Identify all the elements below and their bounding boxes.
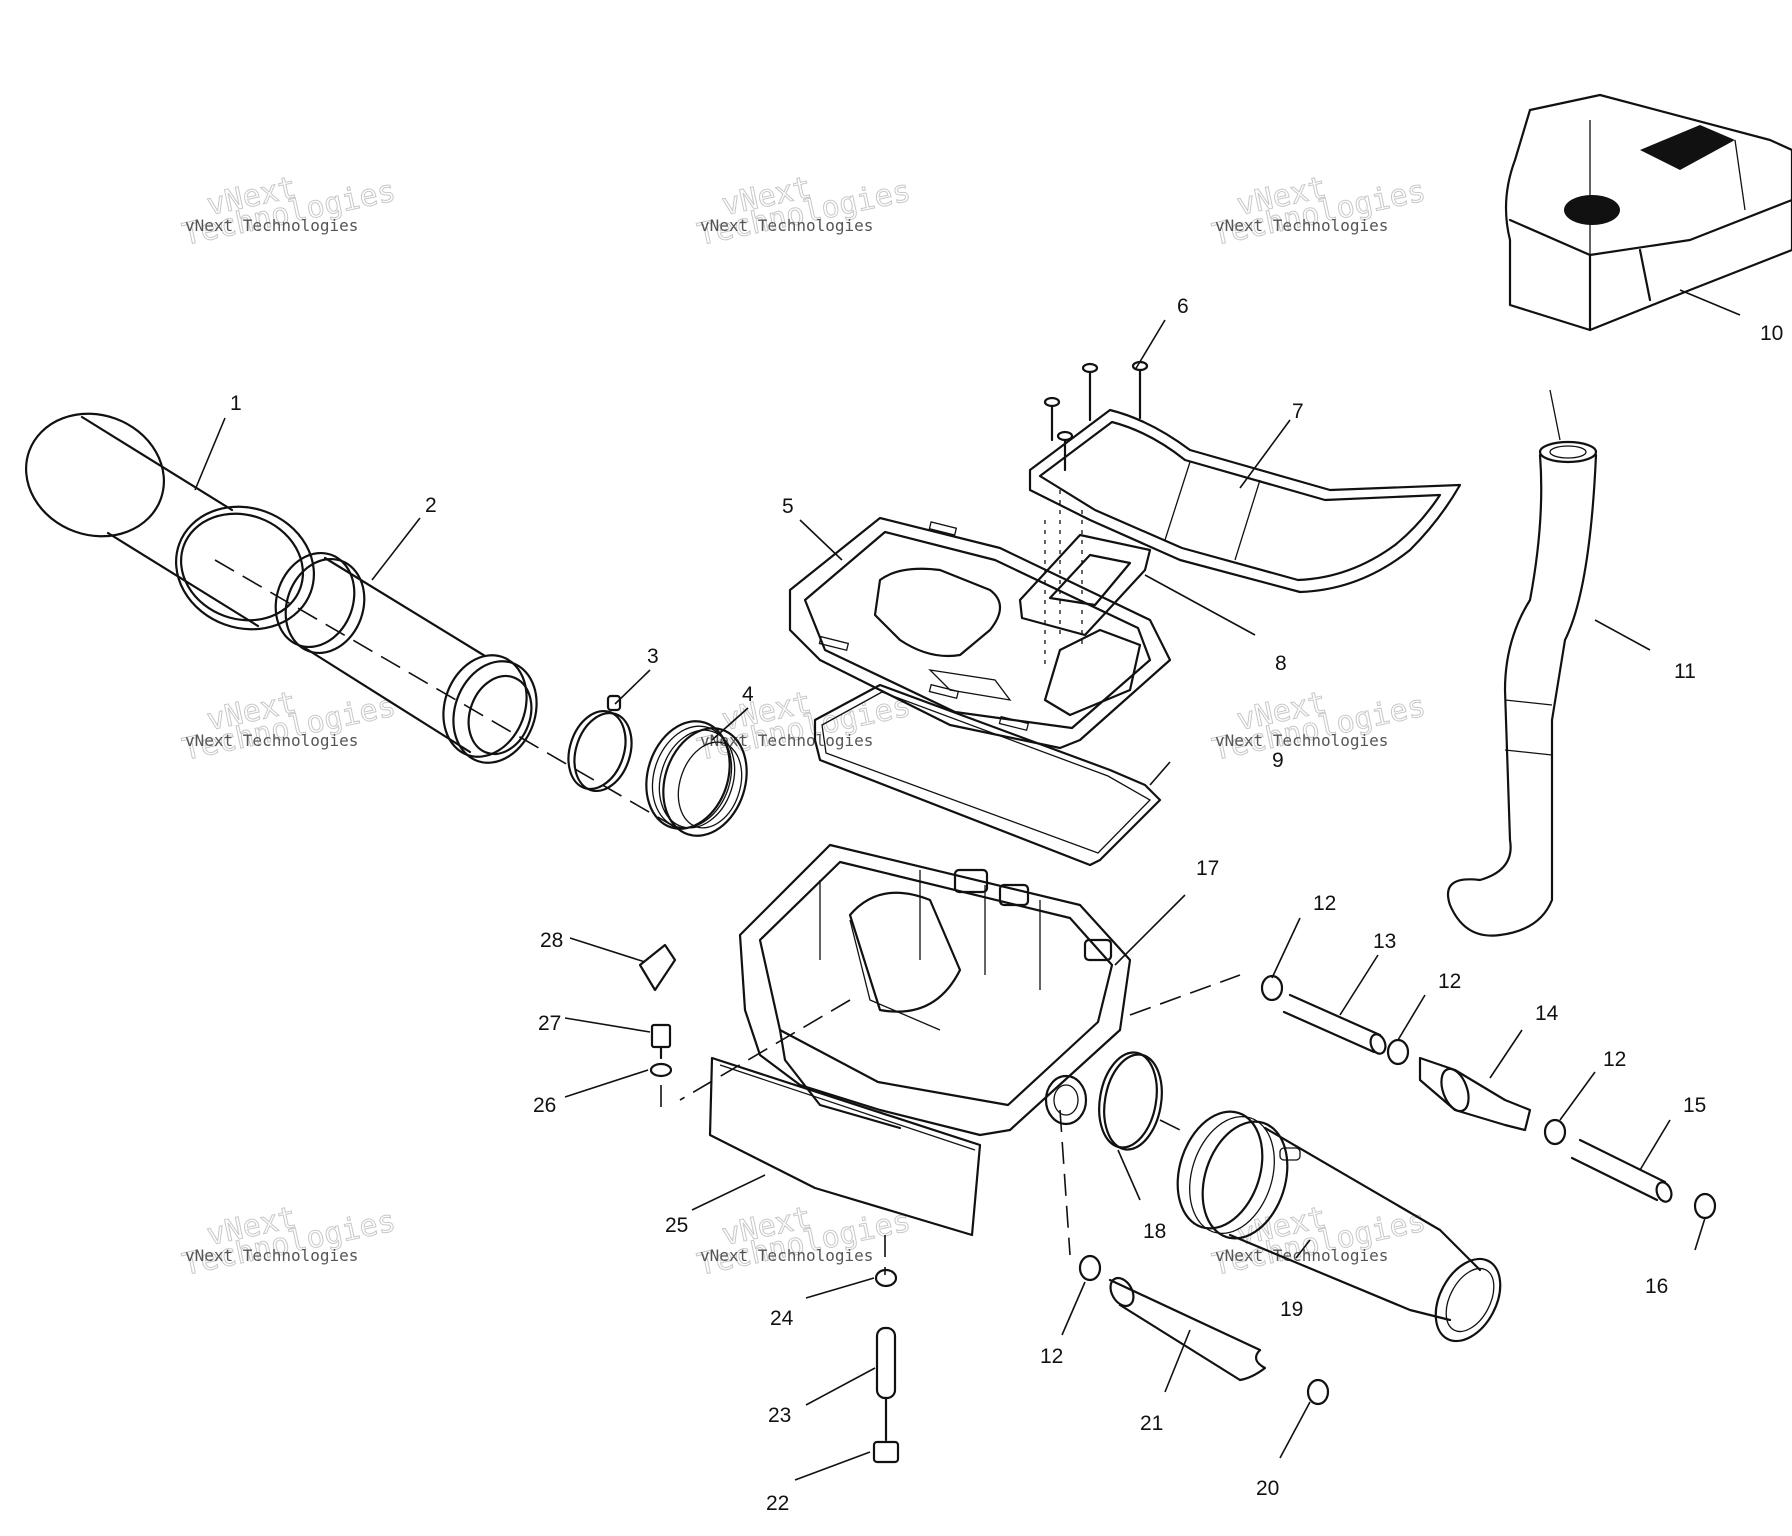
part-28-clip	[638, 943, 677, 992]
part-1-prefilter-cover	[24, 412, 316, 631]
part-9-lid-seal	[813, 683, 1162, 867]
callout-23: 23	[768, 1404, 791, 1427]
callout-13: 13	[1373, 930, 1396, 953]
part-27-bolt	[650, 1023, 672, 1060]
callout-25: 25	[665, 1214, 688, 1237]
callout-27: 27	[538, 1012, 561, 1035]
callout-12c: 12	[1603, 1048, 1626, 1071]
watermark-text: vNext Technologies	[185, 1246, 358, 1265]
callout-12b: 12	[1438, 970, 1461, 993]
part-5-airbox-lid	[788, 516, 1172, 750]
part-13-vent-hose	[1282, 993, 1387, 1055]
callout-3: 3	[647, 645, 659, 668]
part-20-clamp	[1306, 1378, 1330, 1406]
leader-lines	[194, 289, 1741, 1481]
callout-12a: 12	[1313, 892, 1336, 915]
callout-28: 28	[540, 929, 563, 952]
callout-2: 2	[425, 494, 437, 517]
part-23-drain-tube	[875, 1326, 897, 1400]
callout-labels: 1 2 3 4 5 6 7 8 9 10 11 12 12 12 12 13 1…	[230, 295, 1783, 1515]
part-12-clamp	[1078, 1254, 1102, 1282]
callout-19: 19	[1280, 1298, 1303, 1321]
part-24-clamp	[874, 1268, 898, 1288]
callout-6: 6	[1177, 295, 1189, 318]
callout-26: 26	[533, 1094, 556, 1117]
callout-4: 4	[742, 683, 754, 706]
part-22-drain-plug	[872, 1396, 900, 1464]
watermark-text: vNext Technologies	[185, 731, 358, 750]
part-25-shield-plate	[708, 1056, 982, 1237]
part-12-clamp	[1386, 1038, 1410, 1066]
part-15-vent-hose	[1570, 1138, 1673, 1203]
callout-16: 16	[1645, 1275, 1668, 1298]
callout-11: 11	[1674, 660, 1696, 683]
watermark-text: vNext Technologies	[700, 731, 873, 750]
part-2-air-filter	[274, 551, 538, 764]
part-11-vent-tube	[1447, 389, 1598, 937]
callout-12d: 12	[1040, 1345, 1063, 1368]
callout-15: 15	[1683, 1094, 1706, 1117]
part-4-threaded-adapter	[645, 720, 748, 837]
part-8-duct-gasket	[1018, 533, 1152, 637]
watermark-text: vNext Technologies	[185, 216, 358, 235]
part-18-o-ring	[1098, 1051, 1163, 1151]
watermark-text: vNext Technologies	[700, 1246, 873, 1265]
callout-1: 1	[230, 392, 242, 415]
part-21-drain-hose	[1108, 1276, 1267, 1382]
callout-8: 8	[1275, 652, 1287, 675]
part-14-check-valve	[1418, 1056, 1532, 1132]
callout-9: 9	[1272, 749, 1284, 772]
callout-7: 7	[1292, 400, 1304, 423]
part-19-intake-boot	[1176, 1110, 1502, 1343]
part-12-clamp	[1543, 1118, 1567, 1146]
part-26-washer	[649, 1062, 673, 1110]
part-10-foam-block	[1504, 93, 1792, 332]
watermark-group: Technologies vNext vNext Technologies Te…	[179, 170, 1429, 1284]
callout-14: 14	[1535, 1002, 1559, 1025]
watermark-text: vNext Technologies	[1215, 731, 1388, 750]
callout-21: 21	[1140, 1412, 1163, 1435]
part-16-clamp	[1693, 1192, 1717, 1220]
callout-17: 17	[1196, 857, 1219, 880]
part-6-screws	[1043, 360, 1149, 665]
callout-10: 10	[1760, 322, 1783, 345]
callout-5: 5	[782, 495, 794, 518]
watermark-text: vNext Technologies	[700, 216, 873, 235]
callout-20: 20	[1256, 1477, 1279, 1500]
watermark-text: vNext Technologies	[1215, 216, 1388, 235]
callout-18: 18	[1143, 1220, 1166, 1243]
watermark-text: vNext Technologies	[1215, 1246, 1388, 1265]
part-17-airbox-body	[738, 843, 1132, 1137]
callout-24: 24	[770, 1307, 794, 1330]
part-3-hose-clamp	[567, 694, 633, 793]
part-12-clamp	[1260, 974, 1284, 1002]
callout-22: 22	[766, 1492, 789, 1515]
part-7-intake-duct	[1028, 408, 1462, 594]
